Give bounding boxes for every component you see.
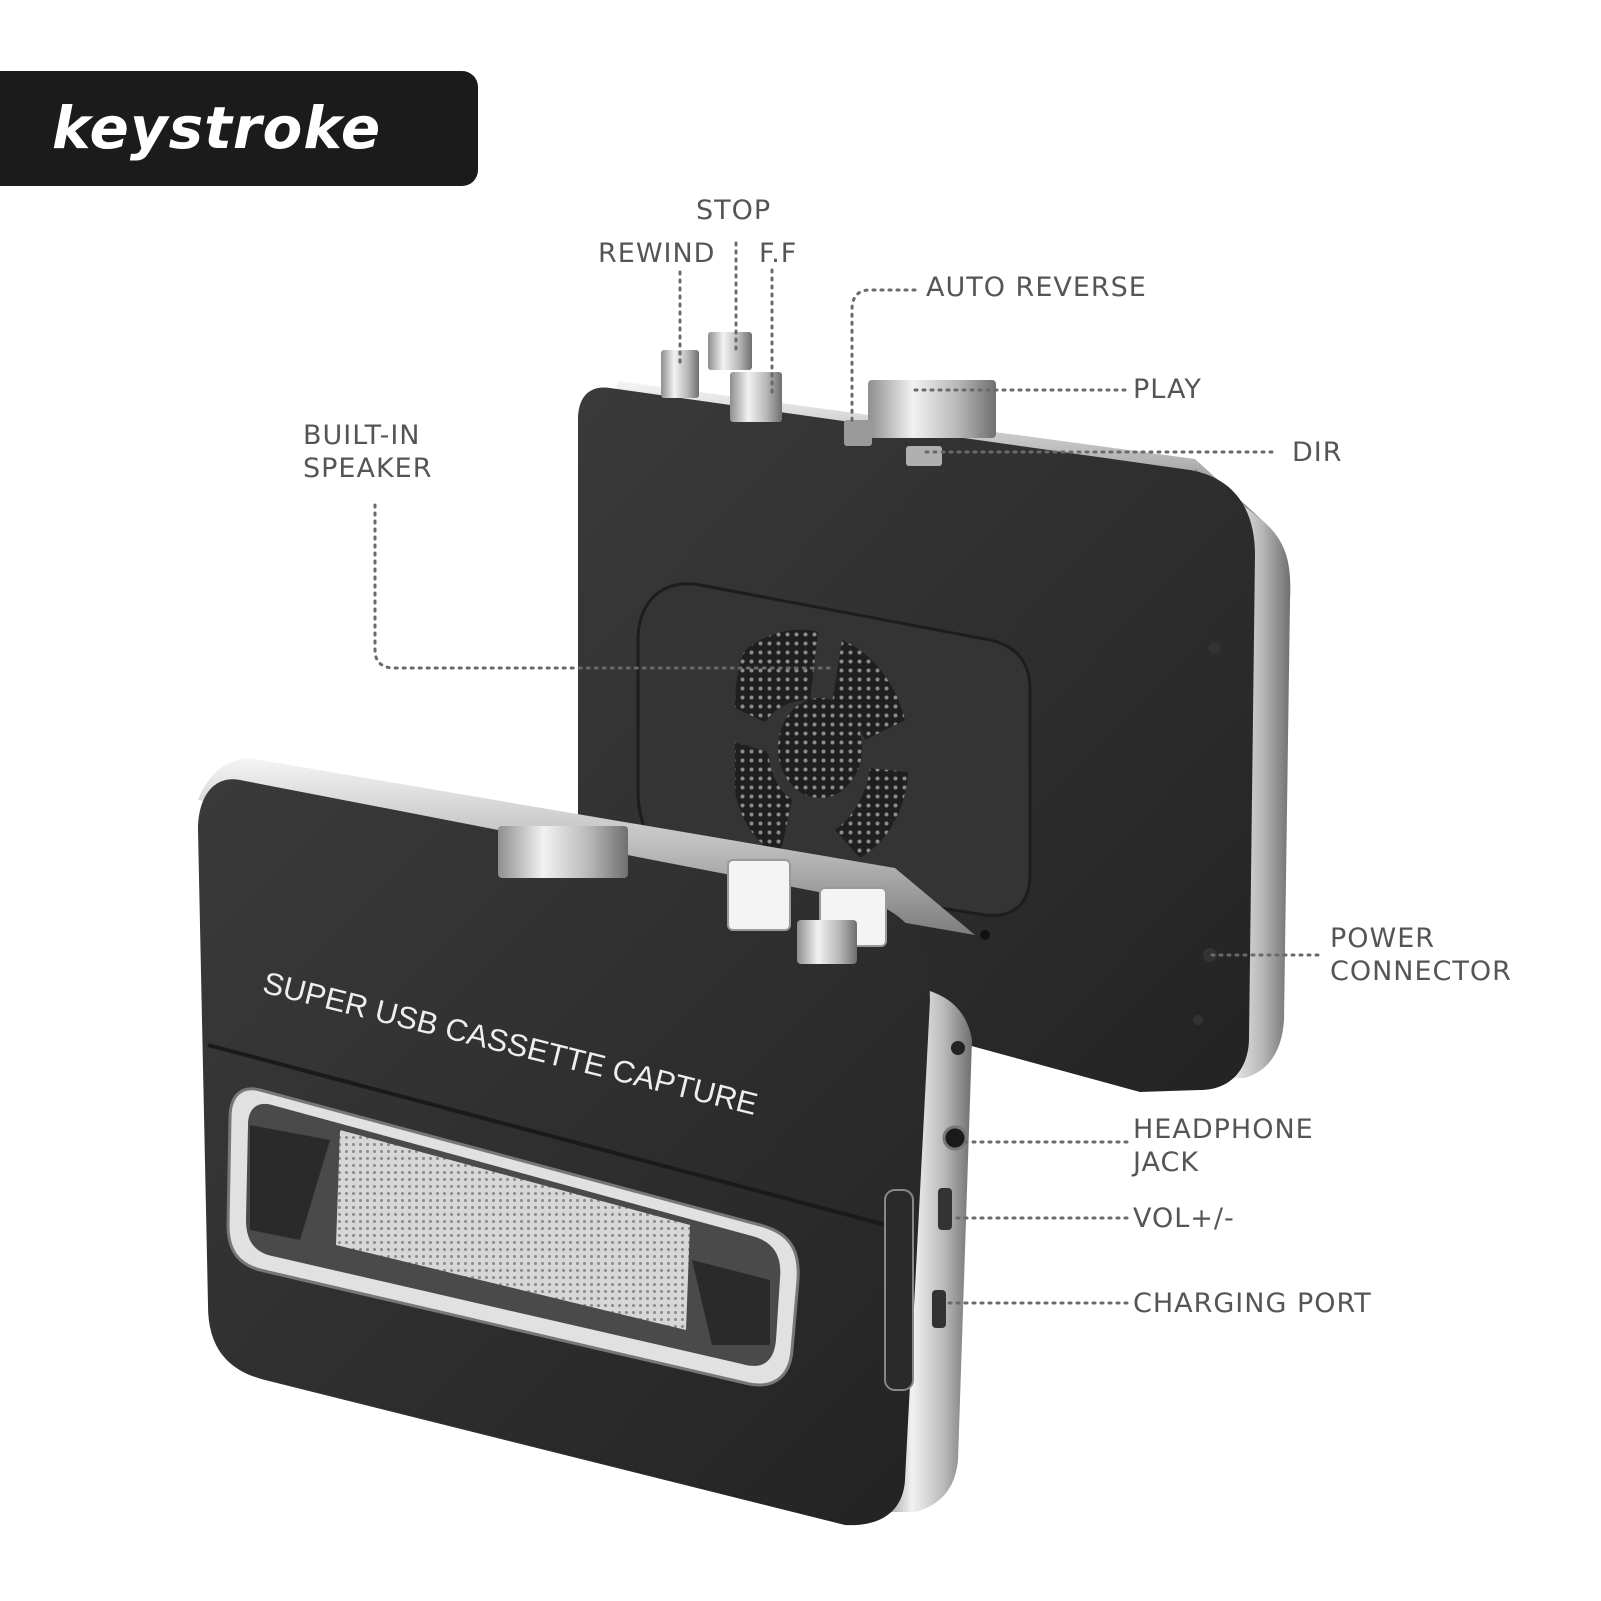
vol-label: VOL+/- bbox=[1133, 1203, 1235, 1234]
headphone-label-line-2: JACK bbox=[1133, 1147, 1200, 1178]
power-label: POWER CONNECTOR bbox=[1330, 922, 1512, 988]
brand-badge bbox=[0, 71, 478, 186]
front-play-button bbox=[498, 826, 628, 878]
rewind-button bbox=[661, 350, 699, 398]
stop-label: STOP bbox=[696, 195, 772, 226]
window-right-wedge bbox=[692, 1260, 770, 1345]
speaker-label-line-1: BUILT-IN bbox=[303, 420, 421, 451]
headphone-label-line-1: HEADPHONE bbox=[1133, 1114, 1314, 1145]
power-label-line-2: CONNECTOR bbox=[1330, 956, 1512, 987]
headphone-jack bbox=[942, 1125, 968, 1151]
front-buttons bbox=[498, 826, 887, 964]
rewind-label: REWIND bbox=[598, 238, 716, 269]
speaker-grill bbox=[735, 629, 908, 858]
rear-screw bbox=[980, 930, 990, 940]
play-label: PLAY bbox=[1133, 374, 1202, 405]
headphone-label: HEADPHONE JACK bbox=[1133, 1113, 1314, 1179]
speaker-label-line-2: SPEAKER bbox=[303, 453, 433, 484]
ff-label: F.F bbox=[759, 238, 798, 269]
auto-reverse-label: AUTO REVERSE bbox=[926, 272, 1147, 303]
ff-button bbox=[730, 372, 782, 422]
side-port-1 bbox=[1209, 642, 1221, 654]
front-button-3 bbox=[797, 920, 857, 964]
dir-label: DIR bbox=[1292, 437, 1343, 468]
cassette-tape bbox=[336, 1130, 690, 1330]
side-port-2 bbox=[1193, 1015, 1203, 1025]
side-grip bbox=[884, 1189, 914, 1391]
window-left-wedge bbox=[250, 1125, 330, 1240]
power-label-line-1: POWER bbox=[1330, 923, 1436, 954]
front-side-screw bbox=[951, 1041, 965, 1055]
stop-button bbox=[708, 332, 752, 370]
auto-reverse-leader bbox=[850, 288, 917, 427]
front-seam bbox=[207, 1043, 906, 1232]
play-button bbox=[868, 380, 996, 438]
rear-buttons bbox=[661, 332, 996, 466]
speaker-leader bbox=[373, 503, 832, 670]
front-unit bbox=[198, 758, 975, 1526]
charging-port bbox=[932, 1290, 946, 1328]
brand-logo-text: keystroke bbox=[52, 94, 382, 162]
power-connector-port bbox=[1203, 948, 1217, 962]
charging-label: CHARGING PORT bbox=[1133, 1288, 1372, 1319]
volume-rocker bbox=[938, 1188, 952, 1230]
speaker-label: BUILT-IN SPEAKER bbox=[303, 419, 432, 485]
auto-reverse-switch bbox=[844, 420, 872, 446]
front-button-1 bbox=[727, 859, 791, 931]
